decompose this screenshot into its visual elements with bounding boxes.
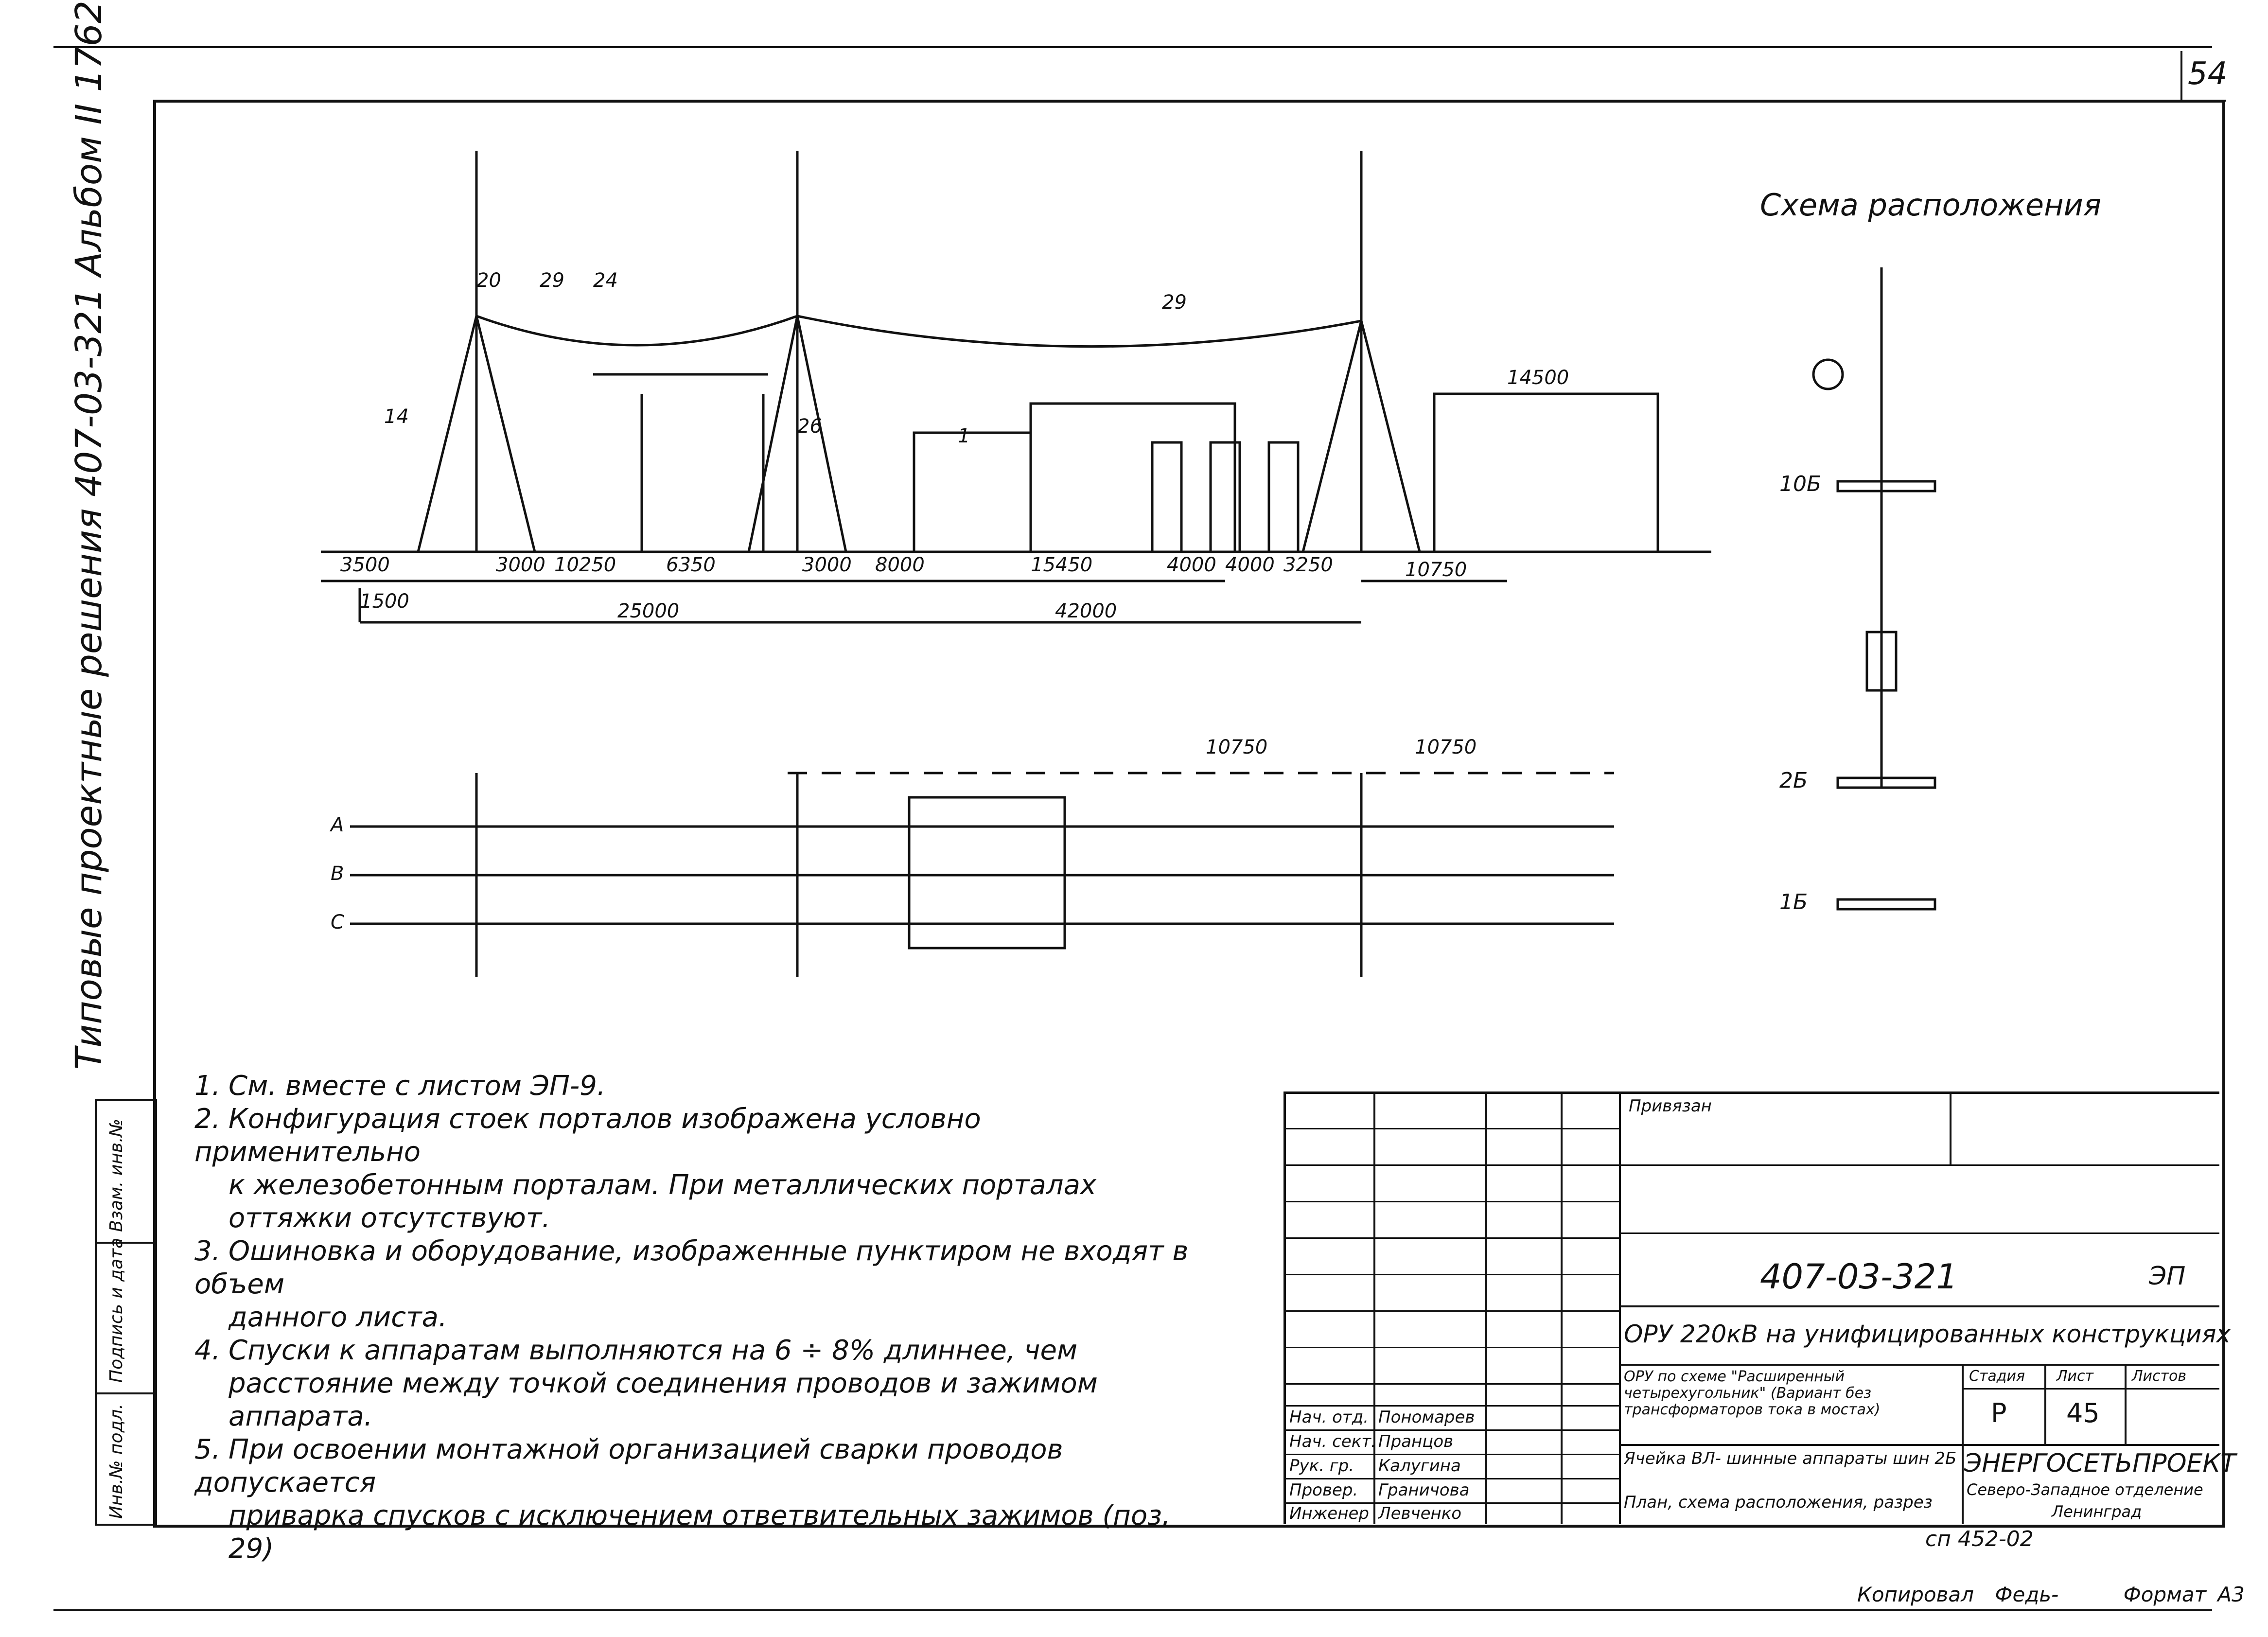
tb-stage: Р <box>1991 1398 2007 1428</box>
dim-42000: 42000 <box>1055 600 1117 622</box>
note-4-line-2: расстояние между точкой соединения прово… <box>229 1368 1098 1399</box>
side-stamp: Инв.№ подл. Подпись и дата Взам. инв.№ <box>95 1099 157 1526</box>
note-5-line-2: приварка спусков с исключением ответвите… <box>229 1500 1171 1565</box>
dim-4000b: 4000 <box>1225 554 1275 576</box>
note-1: 1.См. вместе с листом ЭП-9. <box>194 1070 606 1102</box>
copied-stamp: сп 452-02 <box>1925 1527 2034 1551</box>
scheme-1b: 1Б <box>1779 890 1808 915</box>
tb-project-title: ОРУ 220кВ на унифицированных конструкция… <box>1624 1320 2231 1348</box>
page-number-box <box>2180 51 2226 102</box>
tb-sheet-desc-2: План, схема расположения, разрез <box>1624 1493 1933 1512</box>
dim-3000b: 3000 <box>802 554 852 576</box>
scheme-title: Схема расположения <box>1760 187 2102 223</box>
dim-10250: 10250 <box>554 554 616 576</box>
stamp-divider <box>97 1242 155 1244</box>
footer-format-label: Формат <box>2123 1583 2207 1606</box>
note-2-line-2: к железобетонным порталам. При металличе… <box>229 1169 1097 1201</box>
phase-a: A <box>329 814 344 836</box>
tb-privyazan: Привязан <box>1629 1096 1712 1116</box>
dim-3000a: 3000 <box>496 554 545 576</box>
pos-14: 14 <box>384 405 409 428</box>
tb-role-3: Рук. гр. <box>1289 1456 1354 1476</box>
dim-10750: 10750 <box>1405 559 1467 581</box>
dim-1500: 1500 <box>360 590 409 613</box>
dim-14500: 14500 <box>1507 367 1569 389</box>
tb-name-2: Пранцов <box>1378 1432 1454 1451</box>
section-and-plan-drawing: 3500 3000 10250 6350 3000 8000 15450 400… <box>321 151 1711 977</box>
pos-29b: 29 <box>1162 291 1187 314</box>
side-title: Типовые проектные решения 407-03-321 Аль… <box>68 0 110 1070</box>
note-3-line-2: данного листа. <box>229 1302 447 1333</box>
tb-name-3: Калугина <box>1378 1456 1461 1476</box>
tb-org-name: ЭНЕРГОСЕТЬПРОЕКТ <box>1964 1449 2236 1478</box>
note-4-line-3: аппарата. <box>229 1401 373 1432</box>
stamp-podpis: Подпись и дата <box>106 1237 126 1383</box>
layout-scheme: 10Б 2Б 1Б <box>1779 267 1936 915</box>
tb-org-branch: Северо-Западное отделение <box>1967 1480 2203 1499</box>
tb-role-4: Провер. <box>1289 1480 1358 1500</box>
tb-name-5: Левченко <box>1378 1504 1462 1523</box>
tb-role-1: Нач. отд. <box>1289 1408 1369 1427</box>
tb-sheet-header: Лист <box>2057 1368 2094 1385</box>
dim-3500: 3500 <box>340 554 390 576</box>
page-number: 54 <box>2188 56 2228 92</box>
phase-b: B <box>331 863 344 885</box>
tb-name-1: Пономарев <box>1378 1408 1475 1427</box>
scheme-10b: 10Б <box>1779 472 1821 496</box>
tb-sheets-header: Листов <box>2132 1368 2187 1385</box>
pos-1: 1 <box>958 425 970 447</box>
dim-25000: 25000 <box>617 600 679 622</box>
footer-stamp: Копировал Федь- Формат А3 <box>1857 1583 2245 1606</box>
dim-6350: 6350 <box>666 554 716 576</box>
pos-24: 24 <box>593 269 618 292</box>
title-block: Привязан 407-03-321 ЭП ОРУ 220кВ на униф… <box>1283 1091 2236 1524</box>
pos-26: 26 <box>797 415 822 438</box>
pos-29: 29 <box>540 269 564 292</box>
plan-dim-10750b: 10750 <box>1415 736 1477 758</box>
footer-format: А3 <box>2217 1583 2245 1606</box>
note-3: 3.Ошиновка и оборудование, изображенные … <box>194 1235 1189 1300</box>
dim-15450: 15450 <box>1031 554 1092 576</box>
footer-copied-label: Копировал <box>1857 1583 1974 1606</box>
note-2-line-3: оттяжки отсутствуют. <box>229 1202 551 1234</box>
notes: 1.См. вместе с листом ЭП-9. 2.Конфигурац… <box>194 1070 1215 1566</box>
tb-scheme-desc: ОРУ по схеме "Расширенный четырехугольни… <box>1624 1368 1881 1418</box>
note-4: 4.Спуски к аппаратам выполняются на 6 ÷ … <box>194 1335 1078 1366</box>
plan-dim-10750a: 10750 <box>1206 736 1267 758</box>
pos-20: 20 <box>476 269 501 292</box>
tb-name-4: Граничова <box>1378 1480 1470 1500</box>
tb-stage-header: Стадия <box>1969 1368 2025 1385</box>
phase-c: C <box>331 911 344 933</box>
tb-sheet-code: ЭП <box>2149 1262 2186 1291</box>
stamp-inv-podl: Инв.№ подл. <box>106 1404 126 1519</box>
stamp-vzam: Взам. инв.№ <box>106 1119 126 1232</box>
footer-copied-by: Федь- <box>1995 1583 2059 1606</box>
tb-sheet: 45 <box>2066 1398 2100 1428</box>
dim-4000a: 4000 <box>1167 554 1216 576</box>
tb-doc-code: 407-03-321 <box>1760 1257 1958 1297</box>
bottom-rule <box>53 1609 2212 1611</box>
stamp-divider <box>97 1392 155 1394</box>
tb-role-5: Инженер <box>1289 1504 1369 1523</box>
tb-role-2: Нач. сект. <box>1289 1432 1376 1451</box>
tb-org-city: Ленинград <box>2052 1502 2142 1521</box>
dim-3250: 3250 <box>1283 554 1333 576</box>
note-5: 5.При освоении монтажной организацией св… <box>194 1434 1063 1498</box>
scheme-2b: 2Б <box>1779 768 1808 793</box>
dim-8000: 8000 <box>875 554 925 576</box>
sheet-frame <box>153 100 2225 1528</box>
tb-sheet-desc-1: Ячейка ВЛ- шинные аппараты шин 2Б <box>1624 1449 1957 1468</box>
note-2: 2.Конфигурация стоек порталов изображена… <box>194 1103 981 1168</box>
top-rule <box>53 46 2212 48</box>
